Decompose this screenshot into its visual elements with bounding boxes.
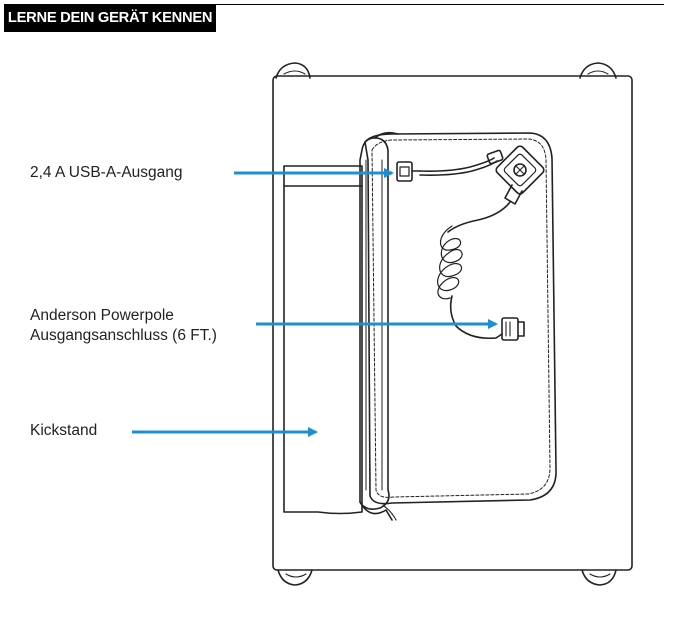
label-anderson-line1: Anderson Powerpole bbox=[30, 307, 174, 324]
connector-hub bbox=[495, 145, 545, 195]
label-usb-output: 2,4 A USB-A-Ausgang bbox=[30, 164, 183, 181]
foot-top-left bbox=[275, 62, 311, 79]
cover-outline bbox=[364, 132, 557, 505]
handle-strap bbox=[359, 137, 390, 510]
coiled-cable bbox=[437, 225, 463, 300]
foot-top-right bbox=[579, 62, 617, 79]
foot-bottom-right bbox=[581, 569, 617, 586]
usb-port bbox=[396, 161, 413, 182]
foot-bottom-left bbox=[277, 569, 313, 586]
kickstand-panel bbox=[283, 165, 363, 515]
label-anderson-port: Anderson Powerpole Ausgangsanschluss (6 … bbox=[30, 306, 217, 346]
section-title: LERNE DEIN GERÄT KENNEN bbox=[4, 4, 216, 32]
anderson-connector bbox=[501, 317, 519, 341]
header-rule bbox=[4, 4, 664, 5]
label-anderson-line2: Ausgangsanschluss (6 FT.) bbox=[30, 327, 217, 344]
label-kickstand: Kickstand bbox=[30, 422, 98, 439]
